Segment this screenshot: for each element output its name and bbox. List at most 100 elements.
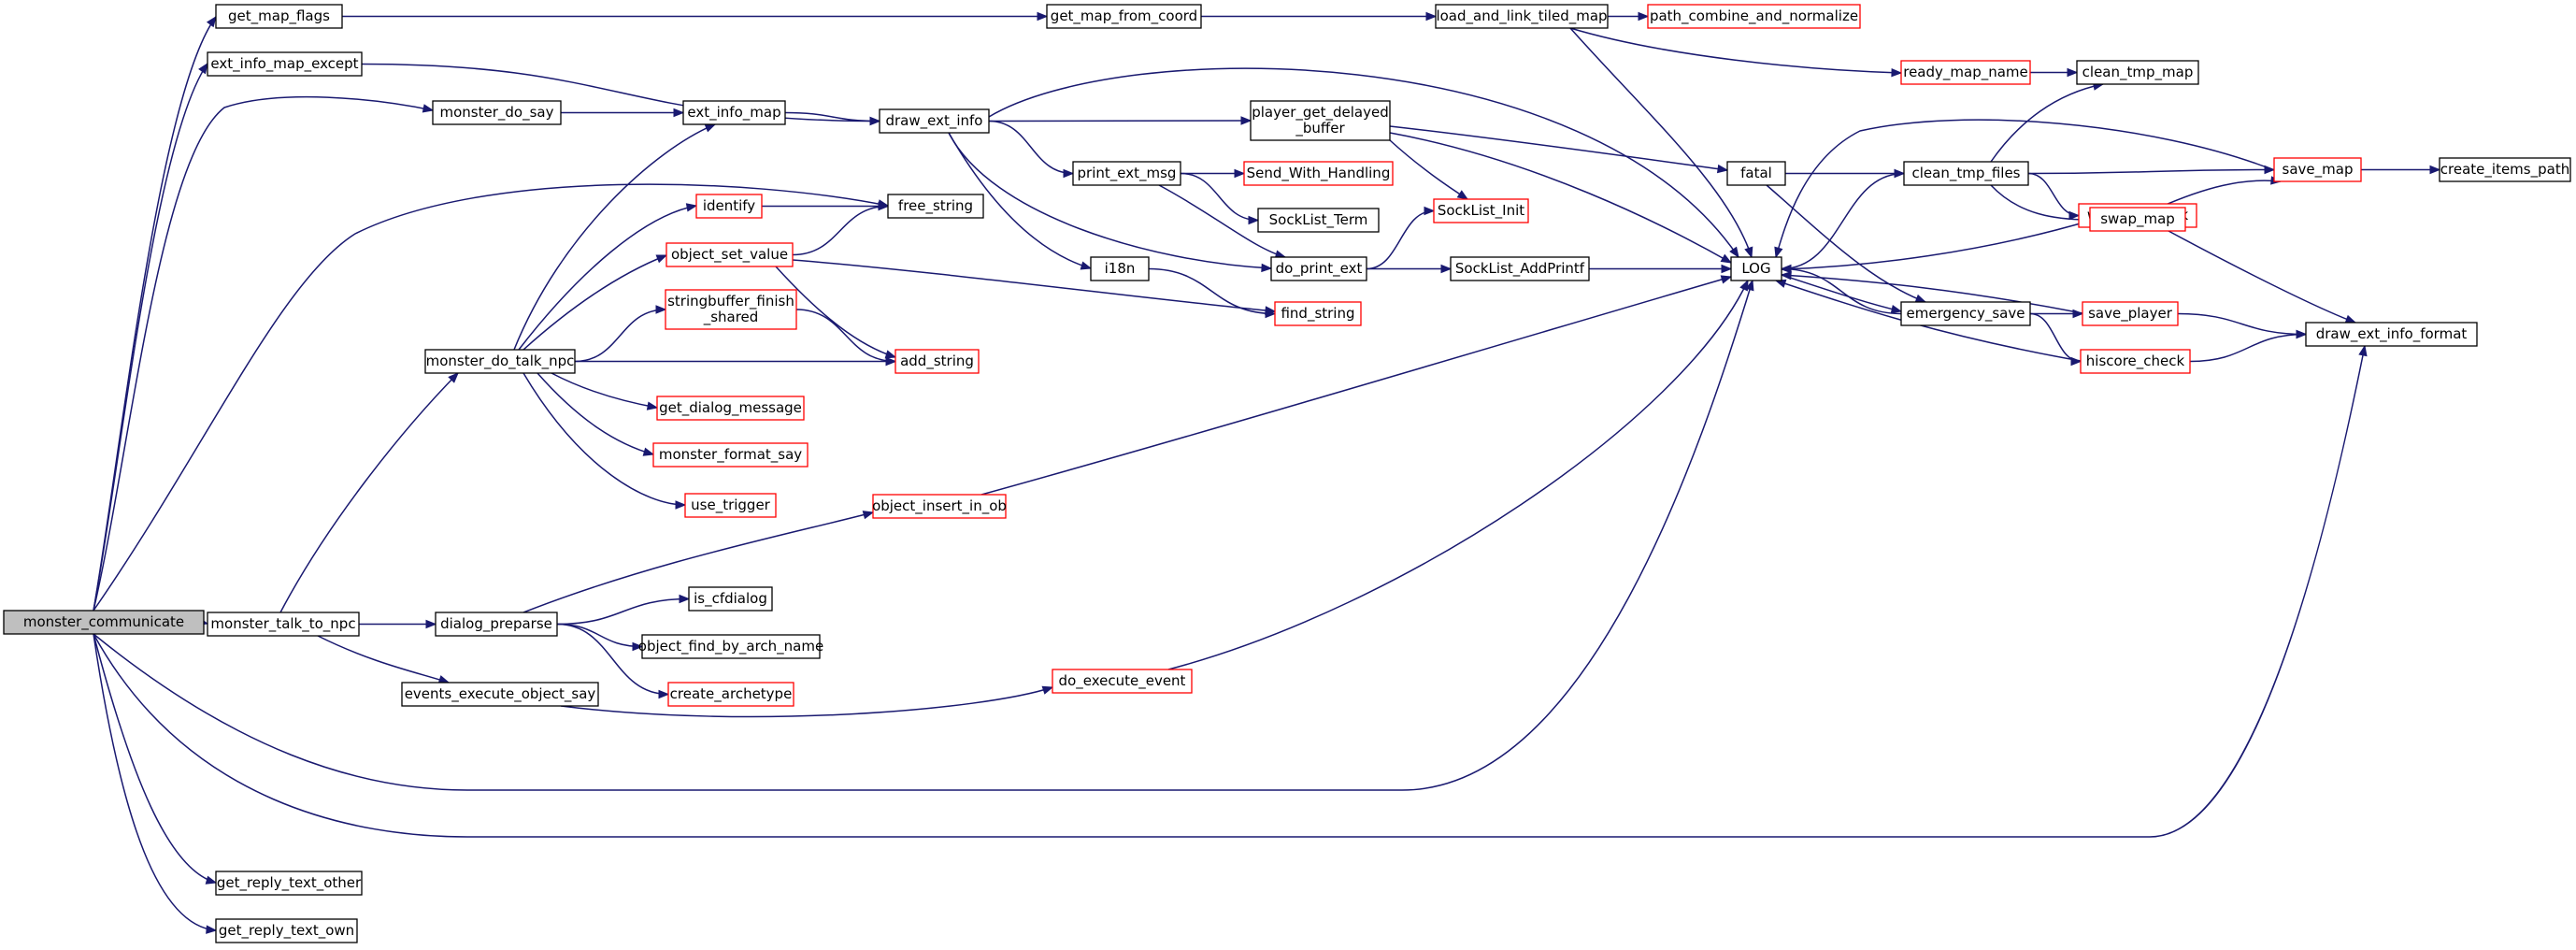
node-socklist-addprintf[interactable]: SockList_AddPrintf [1450, 256, 1590, 281]
edge-line [784, 111, 880, 122]
node-box [424, 349, 576, 374]
edge-arrowhead [646, 401, 659, 410]
node-fatal[interactable]: fatal [1726, 161, 1786, 186]
node-get-map-flags[interactable]: get_map_flags [215, 4, 343, 29]
node-free-string[interactable]: free_string [887, 194, 984, 219]
edge-line [795, 309, 896, 363]
node-do-execute-event[interactable]: do_execute_event [1052, 669, 1193, 694]
node-label: SockList_Init [1438, 202, 1524, 220]
node-monster-talk-to-npc[interactable]: monster_talk_to_npc [207, 612, 360, 637]
node-add-string[interactable]: add_string [894, 349, 980, 374]
node-print-ext-msg[interactable]: print_ext_msg [1072, 161, 1181, 186]
node-get-reply-text-own[interactable]: get_reply_text_own [215, 918, 358, 943]
node-monster-format-say[interactable]: monster_format_say [652, 442, 809, 468]
edge-arrowhead [425, 619, 437, 629]
node-box [3, 610, 205, 635]
node-box [432, 100, 562, 125]
node-save-map[interactable]: save_map [2273, 157, 2362, 182]
node-label: create_items_path [2440, 161, 2569, 179]
edge-arrowhead [448, 372, 459, 383]
node-get-reply-text-other[interactable]: get_reply_text_other [215, 871, 363, 896]
node-draw-ext-info-format[interactable]: draw_ext_info_format [2305, 322, 2478, 347]
edge-line [551, 372, 658, 409]
node-get-dialog-message[interactable]: get_dialog_message [656, 396, 805, 421]
node-clean-tmp-files[interactable]: clean_tmp_files [1903, 161, 2029, 186]
node-clean-tmp-map[interactable]: clean_tmp_map [2076, 60, 2199, 85]
node-box [1090, 256, 1150, 281]
node-hiscore-check[interactable]: hiscore_check [2080, 349, 2191, 374]
node-monster-do-say[interactable]: monster_do_say [432, 100, 562, 125]
node-monster-do-talk-npc[interactable]: monster_do_talk_npc [424, 349, 576, 374]
node-emergency-save[interactable]: emergency_save [1900, 301, 2031, 326]
node-player-get-delayed-buffer[interactable]: player_get_delayed_buffer [1250, 100, 1391, 141]
edge-line [556, 623, 669, 696]
edge-arrowhead [1739, 279, 1749, 292]
edge-emergency_save-to-LOG [1780, 264, 1902, 315]
edge-draw_ext_info-to-do_print_ext [948, 132, 1273, 273]
edge-line [522, 511, 874, 613]
node-label: free_string [898, 197, 973, 215]
node-object-find-by-arch-name[interactable]: object_find_by_arch_name [638, 634, 823, 659]
node-box [1250, 100, 1391, 141]
edge-line [93, 183, 889, 612]
edge-line [988, 120, 1074, 175]
node-object-set-value[interactable]: object_set_value [665, 242, 794, 267]
edge-line [1781, 274, 2083, 314]
node-label: _shared [703, 309, 759, 326]
edge-monster_communicate-to-get_reply_text_own [93, 633, 218, 934]
node-label: draw_ext_info_format [2316, 325, 2468, 343]
node-socklist-init[interactable]: SockList_Init [1433, 198, 1529, 223]
node-i18n[interactable]: i18n [1090, 256, 1150, 281]
node-ext-info-map-except[interactable]: ext_info_map_except [207, 51, 363, 77]
edge-monster_talk_to_npc-to-events_execute_object_say [317, 635, 451, 684]
node-identify[interactable]: identify [695, 194, 763, 219]
node-save-player[interactable]: save_player [2082, 301, 2179, 326]
node-dialog-preparse[interactable]: dialog_preparse [435, 612, 558, 637]
edge-line [980, 276, 1732, 496]
node-do-print-ext[interactable]: do_print_ext [1270, 256, 1367, 281]
edge-line [2177, 312, 2307, 336]
node-ext-info-map[interactable]: ext_info_map [682, 100, 786, 125]
node-box [2080, 349, 2191, 374]
node-ready-map-name[interactable]: ready_map_name [1900, 60, 2031, 85]
node-create-archetype[interactable]: create_archetype [667, 682, 794, 707]
edge-arrowhead [1890, 304, 1903, 314]
edge-monster_communicate-to-ext_info_map_except [93, 62, 208, 612]
edge-save_player-to-draw_ext_info_format [2177, 312, 2308, 339]
edge-line [1366, 209, 1435, 270]
edge-swap_map-to-LOG [1780, 220, 2091, 274]
edge-draw_ext_info-to-LOG [988, 67, 1739, 259]
edge-arrowhead [1720, 253, 1733, 264]
edge-line [1781, 172, 1905, 270]
edge-player_get_delayed_buffer-to-SockList_Init [1389, 139, 1469, 200]
edge-monster_do_talk_npc-to-add_string [575, 356, 897, 367]
node-use-trigger[interactable]: use_trigger [684, 493, 777, 518]
node-swap-map[interactable]: swap_map [2089, 207, 2186, 232]
node-find-string[interactable]: find_string [1274, 301, 1362, 326]
node-send-with-handling[interactable]: Send_With_Handling [1243, 161, 1394, 186]
edge-arrowhead [878, 201, 890, 211]
node-is-cfdialog[interactable]: is_cfdialog [688, 586, 773, 612]
node-socklist-term[interactable]: SockList_Term [1257, 208, 1380, 233]
node-create-items-path[interactable]: create_items_path [2439, 157, 2571, 182]
edge-do_execute_event-to-LOG [1167, 279, 1749, 670]
node-log[interactable]: LOG [1730, 256, 1782, 281]
node-stringbuffer-finish-shared[interactable]: stringbuffer_finish_shared [665, 289, 797, 330]
node-events-execute-object-say[interactable]: events_execute_object_say [401, 682, 599, 707]
node-object-insert-in-ob[interactable]: object_insert_in_ob [872, 494, 1007, 519]
node-label: SockList_Term [1269, 211, 1368, 229]
edge-monster_do_talk_npc-to-identify [518, 203, 698, 351]
node-box [401, 682, 599, 707]
node-path-combine-and-normalize[interactable]: path_combine_and_normalize [1647, 4, 1861, 29]
edge-line [93, 95, 434, 612]
edge-arrowhead [673, 108, 685, 118]
node-get-map-from-coord[interactable]: get_map_from_coord [1046, 4, 1202, 29]
node-label: monster_do_say [440, 104, 554, 122]
node-load-and-link-tiled-map[interactable]: load_and_link_tiled_map [1435, 4, 1609, 29]
node-label: SockList_AddPrintf [1455, 260, 1585, 278]
edge-events_execute_object_say-to-do_execute_event [560, 685, 1054, 718]
node-monster-communicate[interactable]: monster_communicate [3, 610, 205, 635]
node-label: save_player [2088, 305, 2173, 323]
node-draw-ext-info[interactable]: draw_ext_info [879, 108, 990, 134]
node-label: get_dialog_message [659, 399, 802, 417]
